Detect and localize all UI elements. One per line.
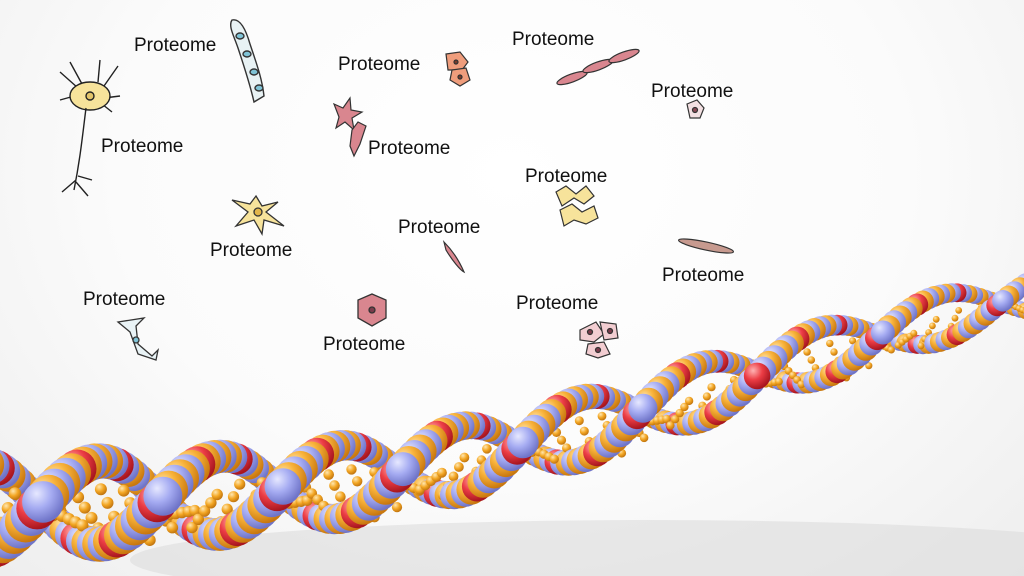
base-pair-bead xyxy=(549,454,559,464)
proteome-label: Proteome xyxy=(101,136,184,157)
base-pair-bead xyxy=(335,491,346,503)
base-pair-bead xyxy=(684,396,694,406)
helix-bead xyxy=(870,320,895,345)
base-pair-bead xyxy=(917,342,925,350)
base-pair-bead xyxy=(189,504,201,517)
helix-bead xyxy=(507,426,539,459)
base-pair-bead xyxy=(574,416,584,426)
proteome-label: Proteome xyxy=(368,138,451,159)
pink-stellate-cell-icon xyxy=(332,96,367,158)
proteome-label: Proteome xyxy=(398,217,481,238)
base-pair-bead xyxy=(448,471,459,482)
base-pair-bead xyxy=(887,346,895,354)
base-pair-bead xyxy=(929,322,936,330)
base-pair-bead xyxy=(702,392,712,401)
base-pair-bead xyxy=(775,377,783,386)
base-pair-bead xyxy=(797,380,806,389)
base-pair-bead xyxy=(459,452,470,463)
helix-bead xyxy=(385,452,420,487)
base-pair-bead xyxy=(211,488,223,501)
base-pair-bead xyxy=(192,513,204,525)
dna-double-helix xyxy=(0,273,1024,568)
helix-bead xyxy=(743,362,771,390)
base-pair-bead xyxy=(454,462,464,472)
base-pair-bead xyxy=(85,511,98,524)
proteome-label: Proteome xyxy=(662,265,745,286)
base-pair-bead xyxy=(830,348,838,356)
hexagonal-cell-icon xyxy=(357,293,387,327)
helix-bead xyxy=(628,393,658,423)
base-pair-bead xyxy=(826,339,834,348)
base-pair-bead xyxy=(597,411,607,421)
muscle-fiber-icon xyxy=(556,48,640,86)
proteome-label: Proteome xyxy=(134,35,217,56)
base-pair-bead xyxy=(346,464,357,475)
base-pair-bead xyxy=(221,503,233,515)
base-pair-bead xyxy=(117,484,130,497)
base-pair-bead xyxy=(205,497,217,509)
base-pair-bead xyxy=(803,348,811,356)
proteome-label: Proteome xyxy=(83,289,166,310)
bipolar-neuron-icon xyxy=(116,317,160,361)
base-pair-bead xyxy=(707,383,716,392)
base-pair-bead xyxy=(807,356,816,364)
base-pair-bead xyxy=(166,521,179,534)
base-pair-bead xyxy=(198,505,211,517)
base-pair-bead xyxy=(639,433,649,443)
base-pair-bead xyxy=(436,467,447,478)
base-pair-bead xyxy=(675,408,684,418)
spindle-cell-icon xyxy=(442,240,466,274)
base-pair-bead xyxy=(951,314,959,322)
helix-bead xyxy=(0,452,5,477)
base-pair-bead xyxy=(482,444,492,454)
small-round-cell-icon xyxy=(686,99,705,119)
base-pair-bead xyxy=(78,501,91,514)
base-pair-bead xyxy=(227,491,240,503)
helix-bead xyxy=(143,476,183,516)
helix-bead xyxy=(264,468,302,505)
base-pair-bead xyxy=(1019,306,1024,314)
neuron-cell-icon xyxy=(59,59,121,197)
proteome-label: Proteome xyxy=(512,29,595,50)
proteome-label: Proteome xyxy=(323,334,406,355)
astrocyte-cell-icon xyxy=(231,194,285,236)
base-pair-bead xyxy=(955,307,963,314)
proteome-label: Proteome xyxy=(210,240,293,261)
base-pair-bead xyxy=(186,521,198,534)
base-pair-bead xyxy=(932,315,940,323)
base-pair-bead xyxy=(234,478,246,490)
base-pair-bead xyxy=(579,426,589,436)
base-pair-bead xyxy=(8,487,22,500)
helix-bead xyxy=(992,290,1014,312)
base-pair-bead xyxy=(76,519,89,532)
base-pair-bead xyxy=(910,329,918,337)
base-pair-bead xyxy=(670,415,680,424)
base-pair-bead xyxy=(865,362,873,370)
base-pair-bead xyxy=(323,469,335,480)
base-pair-bead xyxy=(556,435,567,445)
base-pair-bead xyxy=(329,480,340,491)
epithelial-trio-icon xyxy=(579,321,619,359)
helix-bead xyxy=(22,481,64,523)
proteome-label: Proteome xyxy=(338,54,421,75)
base-pair-bead xyxy=(352,476,363,487)
base-pair-bead xyxy=(662,414,671,424)
yellow-tissue-icon xyxy=(555,185,599,227)
base-pair-bead xyxy=(666,421,675,430)
base-pair-bead xyxy=(680,402,689,412)
proteome-label: Proteome xyxy=(516,293,599,314)
floor-shadow xyxy=(130,520,1024,576)
fibroblast-cell-icon xyxy=(677,238,735,254)
proteome-label: Proteome xyxy=(525,166,608,187)
orange-cell-cluster-icon xyxy=(445,51,471,87)
epithelial-column-icon xyxy=(229,19,265,104)
proteome-label: Proteome xyxy=(651,81,734,102)
base-pair-bead xyxy=(391,502,403,513)
base-pair-bead xyxy=(849,337,857,345)
base-pair-bead xyxy=(94,483,107,496)
base-pair-bead xyxy=(101,496,114,509)
